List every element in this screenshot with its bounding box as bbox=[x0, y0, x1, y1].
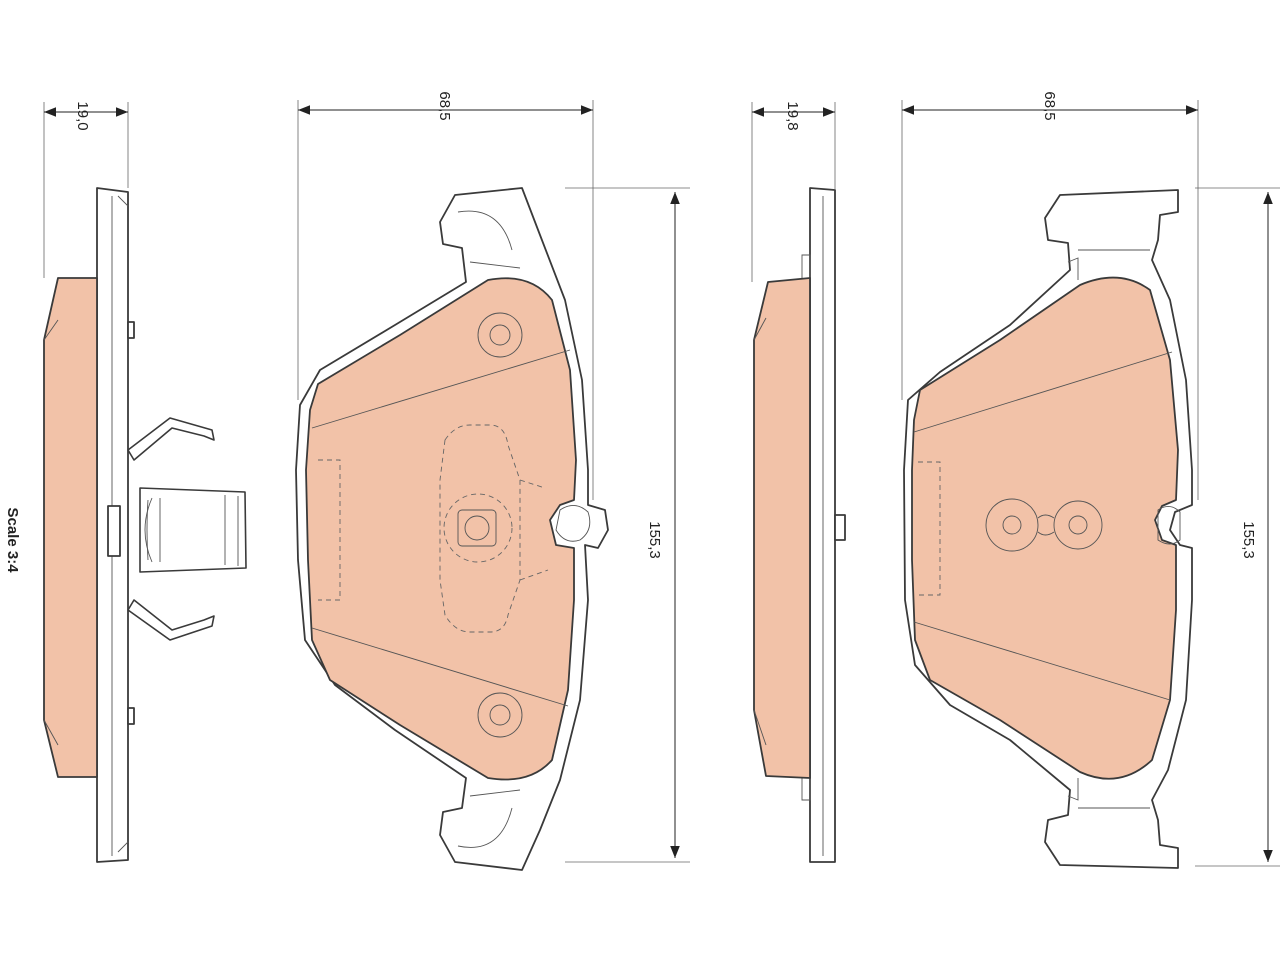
left-pad-front-view: 68,5 155,3 bbox=[295, 91, 690, 871]
left-side-thickness-label: 19,0 bbox=[74, 101, 91, 130]
left-pad-height-label: 155,3 bbox=[646, 521, 663, 559]
right-pad-side-view: 19,8 bbox=[751, 101, 846, 863]
left-pad-side-view: 19,0 bbox=[43, 101, 247, 863]
right-pad-front-view: 68,5 155,3 bbox=[901, 91, 1280, 869]
right-pad-width-label: 68,5 bbox=[1041, 91, 1058, 120]
right-pad-height-label: 155,3 bbox=[1240, 521, 1257, 559]
right-side-thickness-label: 19,8 bbox=[784, 101, 801, 130]
left-pad-width-label: 68,5 bbox=[436, 91, 453, 120]
scale-label: Scale 3:4 bbox=[4, 507, 21, 573]
